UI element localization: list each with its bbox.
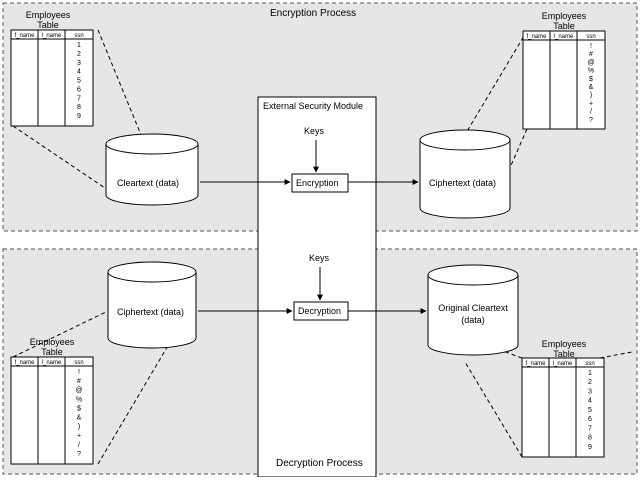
table-ssn-value: ! xyxy=(78,369,80,376)
table-frame xyxy=(10,356,94,465)
table-frame xyxy=(522,30,606,130)
table-ssn-value: % xyxy=(76,396,82,403)
table-header-f-name: f_name xyxy=(14,33,35,39)
table-ssn-value: 6 xyxy=(588,416,592,423)
table-ssn-value: 8 xyxy=(588,435,592,442)
table-bottom-right-title-1: Employees xyxy=(541,339,587,349)
table-ssn-value: ! xyxy=(590,43,592,50)
table-header-ssn: ssn xyxy=(74,33,83,39)
table-ssn-value: 7 xyxy=(77,95,81,102)
cylinder-original-label-line2: (data) xyxy=(461,315,485,325)
table-ssn-value: ? xyxy=(589,117,593,124)
security-module-title: External Security Module xyxy=(263,101,364,111)
table-header-ssn: ssn xyxy=(74,360,83,366)
table-ssn-value: 9 xyxy=(588,444,592,451)
table-ssn-value: ) xyxy=(590,92,592,99)
table-header-f-name: f_name xyxy=(526,34,547,40)
cylinder-original-cleartext xyxy=(427,264,519,356)
table-ssn-value: / xyxy=(78,442,80,449)
table-header-l-name: l_name xyxy=(42,33,62,39)
employees-table-bottom-left: f_name l_name ssn! # @% $ &) + /? xyxy=(10,356,94,465)
table-ssn-value: # xyxy=(589,51,593,58)
external-security-module xyxy=(257,96,377,478)
table-ssn-value: 5 xyxy=(588,407,592,414)
callout-lines-top-right xyxy=(456,30,528,189)
table-ssn-value: 2 xyxy=(588,379,592,386)
cylinder-ciphertext-bottom xyxy=(107,261,197,349)
table-bottom-left-title-2: Table xyxy=(41,347,63,357)
table-ssn-value: 4 xyxy=(588,398,592,405)
employees-table-top-right: f_name l_name ssn!#@%$&)+ /? xyxy=(522,30,606,130)
keys-label-top: Keys xyxy=(304,126,325,136)
table-header-l-name: l_name xyxy=(42,360,62,366)
cylinder-ciphertext-bottom-label: Ciphertext (data) xyxy=(117,307,185,317)
table-ssn-value: 5 xyxy=(77,78,81,85)
encryption-section-title: Encryption Process xyxy=(270,8,357,19)
table-ssn-value: + xyxy=(589,100,593,107)
table-ssn-value: 9 xyxy=(77,113,81,120)
cylinder-ciphertext-top xyxy=(419,129,511,219)
table-ssn-value: ) xyxy=(78,424,80,431)
table-ssn-value: # xyxy=(77,378,81,385)
table-top-left-title-1: Employees xyxy=(25,10,71,20)
table-header-f-name: f_name xyxy=(14,360,35,366)
table-ssn-value: % xyxy=(588,68,594,75)
table-header-ssn: ssn xyxy=(585,361,594,367)
cylinder-cleartext xyxy=(105,133,199,206)
table-bottom-left-title-1: Employees xyxy=(29,337,75,347)
table-ssn-value: / xyxy=(590,109,592,116)
table-ssn-value: @ xyxy=(587,59,594,66)
table-bottom-right-title-2: Table xyxy=(553,349,575,359)
table-ssn-value: 6 xyxy=(77,86,81,93)
encryption-box-label: Encryption xyxy=(296,178,339,188)
table-ssn-value: ? xyxy=(77,451,81,458)
cylinder-cleartext-label: Cleartext (data) xyxy=(117,178,180,188)
decryption-box-label: Decryption xyxy=(298,306,342,316)
table-ssn-value: 3 xyxy=(588,388,592,395)
table-ssn-value: $ xyxy=(589,76,593,83)
table-ssn-value: 7 xyxy=(588,425,592,432)
cylinder-original-label-line1: Original Cleartext xyxy=(438,303,508,313)
table-header-f-name: f_name xyxy=(525,361,546,367)
table-ssn-value: + xyxy=(77,433,81,440)
encryption-box xyxy=(291,173,349,193)
decryption-section-title: Decryption Process xyxy=(276,458,363,469)
cylinder-ciphertext-top-label: Ciphertext (data) xyxy=(429,178,497,188)
keys-label-bottom: Keys xyxy=(309,253,330,263)
table-header-l-name: l_name xyxy=(553,361,573,367)
table-header-ssn: ssn xyxy=(586,34,595,40)
table-ssn-value: 3 xyxy=(77,60,81,67)
table-header-l-name: l_name xyxy=(554,34,574,40)
table-frame xyxy=(10,29,94,127)
table-top-right-title-1: Employees xyxy=(541,11,587,21)
table-ssn-value: & xyxy=(589,84,594,91)
callout-lines-bottom-left xyxy=(12,299,196,465)
table-frame xyxy=(521,357,605,458)
table-ssn-value: 4 xyxy=(77,69,81,76)
table-ssn-value: 1 xyxy=(77,42,81,49)
table-top-left-title-2: Table xyxy=(37,20,59,30)
table-ssn-value: & xyxy=(77,415,82,422)
employees-table-bottom-right: f_name l_name ssn 1 2 3 4 5 6 7 8 9 xyxy=(521,357,605,458)
table-top-right-title-2: Table xyxy=(553,21,575,31)
table-ssn-value: 1 xyxy=(588,370,592,377)
table-ssn-value: $ xyxy=(77,405,81,412)
employees-table-top-left: f_name l_name ssn 1 2 3 4 56 7 8 9 xyxy=(10,29,94,127)
table-ssn-value: @ xyxy=(75,387,82,394)
table-ssn-value: 2 xyxy=(77,51,81,58)
table-ssn-value: 8 xyxy=(77,104,81,111)
